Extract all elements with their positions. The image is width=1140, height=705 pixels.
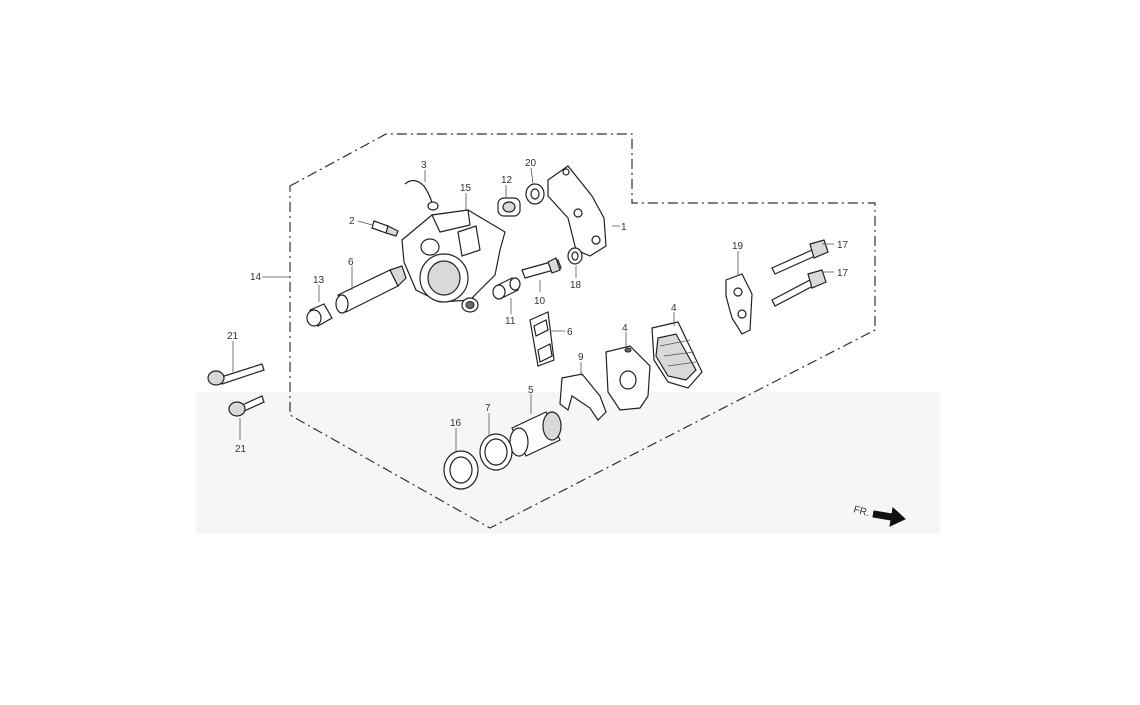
callout-15: 15 [460, 183, 472, 194]
slide-pin-8 [335, 265, 407, 314]
flange-bolt-lower [228, 395, 265, 417]
brake-pad-outer [651, 321, 703, 389]
callout-13: 13 [313, 275, 325, 286]
callout-21-upper: 21 [227, 331, 239, 342]
callout-14: 14 [250, 272, 262, 283]
assembly-boundary [289, 133, 876, 529]
callout-3: 3 [421, 160, 427, 171]
callout-20: 20 [525, 158, 537, 169]
brake-pad-inner [605, 345, 651, 411]
caliper-bolt-lower [771, 269, 827, 307]
slide-pin-10 [521, 257, 562, 279]
front-label: FR. [852, 504, 870, 519]
callout-2: 2 [349, 216, 355, 227]
bleed-cap [404, 179, 439, 211]
caliper-piston [509, 411, 562, 457]
callout-12: 12 [501, 175, 513, 186]
callout-18: 18 [570, 280, 582, 291]
callout-8-pin: 6 [348, 257, 354, 268]
seal-ring-18 [567, 247, 583, 265]
pad-retainer [559, 373, 607, 421]
callout-7: 7 [485, 403, 491, 414]
callout-11: 11 [505, 316, 516, 327]
shim-plate [725, 273, 753, 335]
callout-4-inner-pad: 4 [622, 323, 628, 334]
pin-boot-11 [492, 277, 521, 300]
callout-9: 9 [578, 352, 584, 363]
callout-4-outer-pad: 4 [671, 303, 677, 314]
callout-17-upper: 17 [837, 240, 849, 251]
background-panel [196, 392, 940, 534]
pin-bushing [497, 197, 521, 217]
bleed-screw [371, 220, 399, 237]
callout-1: 1 [621, 222, 627, 233]
pin-boot [306, 303, 333, 327]
flange-bolt-upper [207, 363, 265, 386]
front-direction-indicator: FR. [852, 504, 906, 527]
callout-16: 16 [450, 418, 462, 429]
callout-6-spring: 6 [567, 327, 573, 338]
callout-17-lower: 17 [837, 268, 849, 279]
callout-10: 10 [534, 296, 546, 307]
leader-lines [232, 167, 834, 452]
callout-5: 5 [528, 385, 534, 396]
callout-19: 19 [732, 241, 744, 252]
caliper-bracket [547, 165, 607, 257]
seal-ring-20 [525, 183, 545, 205]
dust-seal [443, 450, 479, 490]
caliper-body [401, 209, 506, 313]
callout-labels: 1 2 3 4 4 5 6 6 7 9 10 11 12 13 14 15 16… [227, 158, 849, 455]
callout-21-lower: 21 [235, 444, 247, 455]
piston-seal [479, 433, 513, 471]
front-arrow-icon [872, 507, 906, 527]
caliper-bolt-upper [771, 239, 829, 275]
pad-spring [529, 311, 555, 367]
